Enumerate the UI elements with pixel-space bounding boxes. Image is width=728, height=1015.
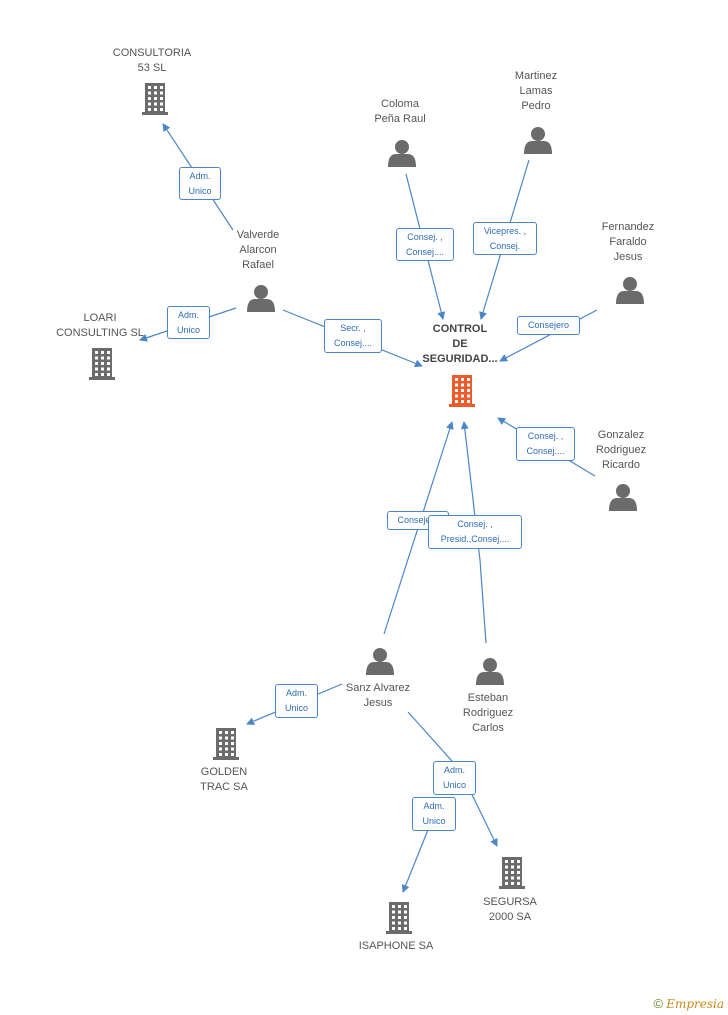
edge-label-line: Adm. [285, 688, 307, 698]
gonzalez-person-icon[interactable] [609, 484, 637, 511]
node-label-line: Gonzalez [597, 429, 645, 441]
node-label-line: SEGURIDAD... [422, 353, 498, 365]
edge-label-valverde-center[interactable]: Secr. , Consej.... [324, 319, 382, 353]
node-label-line: Jesus [613, 251, 643, 263]
node-label-line: Jesus [363, 697, 393, 709]
edge-label-sanz-golden[interactable]: Adm. Unico [275, 684, 318, 718]
edge-label-sanz-segursa[interactable]: Adm. Unico [433, 761, 476, 795]
esteban-person-icon[interactable] [476, 658, 504, 685]
edge-label-coloma-center[interactable]: Consej. , Consej.... [396, 228, 454, 261]
node-label-line: Faraldo [609, 236, 647, 248]
valverde-person-icon[interactable] [247, 285, 275, 312]
edge-label-line: Unico [176, 325, 200, 335]
loari-building-icon[interactable] [89, 348, 115, 380]
icons-layer [89, 83, 644, 934]
edge-label-line: Presid.,Consej.... [440, 534, 510, 544]
edge-label-esteban-center[interactable]: Consej. , Presid.,Consej.... [428, 515, 522, 549]
fernandez-person-icon[interactable] [616, 277, 644, 304]
edge-label-martinez-center[interactable]: Vicepres. , Consej. [473, 222, 537, 255]
segursa-building-icon[interactable] [499, 857, 525, 889]
brand-name: Empresia [666, 997, 724, 1011]
node-label-line: Peña Raul [374, 113, 426, 125]
node-label-line: Rafael [242, 259, 274, 271]
edge-label-line: Secr. , [340, 323, 366, 333]
node-label-isaphone[interactable]: ISAPHONE SA [359, 939, 434, 954]
node-label-line: GOLDEN [200, 766, 248, 778]
edge-label-esteban-isaphone[interactable]: Adm. Unico [412, 797, 456, 831]
node-label-line: Martinez [514, 70, 558, 82]
consultoria-building-icon[interactable] [142, 83, 168, 115]
edge-label-line: Unico [442, 780, 466, 790]
node-label-line: Lamas [519, 85, 553, 97]
edge-label-line: Consej.... [333, 338, 373, 348]
node-label-line: CONSULTORIA [112, 47, 192, 59]
golden-building-icon[interactable] [213, 728, 239, 760]
node-label-line: Esteban [467, 692, 509, 704]
edge-label-valverde-loari[interactable]: Adm. Unico [167, 306, 210, 339]
edge-label-line: Consej.... [405, 247, 445, 257]
node-label-consultoria[interactable]: CONSULTORIA 53 SL [113, 46, 191, 76]
edge-label-line: Consej. [489, 241, 521, 251]
edge-label-line: Consej. , [407, 232, 443, 242]
edge-label-valverde-consultoria[interactable]: Adm. Unico [179, 167, 221, 200]
edge-label-line: Consejero [397, 515, 439, 525]
node-label-line: Ricardo [602, 459, 640, 471]
node-label-line: DE [452, 338, 468, 350]
edge-label-line: Unico [284, 703, 308, 713]
node-label-golden[interactable]: GOLDEN TRAC SA [200, 765, 248, 795]
node-label-line: Valverde [236, 229, 280, 241]
node-label-line: LOARI [83, 312, 117, 324]
edge-label-line: Vicepres. , [483, 226, 527, 236]
edge-label-line: Consej. , [527, 431, 564, 441]
node-label-line: Alarcon [239, 244, 277, 256]
node-label-line: Coloma [381, 98, 419, 110]
node-label-loari[interactable]: LOARI CONSULTING SL [56, 311, 144, 341]
footer-brand[interactable]: © Empresia [654, 996, 724, 1011]
node-label-line: Pedro [521, 100, 551, 112]
node-label-line: SEGURSA [483, 896, 537, 908]
node-label-line: Sanz Alvarez [345, 682, 411, 694]
edge-label-line: Adm. [423, 801, 445, 811]
edge-label-line: Adm. [177, 310, 199, 320]
node-label-line: Rodriguez [595, 444, 647, 456]
node-label-line: Carlos [472, 722, 504, 734]
edge-label-line: Adm. [443, 765, 465, 775]
node-label-line: 53 SL [137, 62, 167, 74]
copyright-symbol: © [653, 996, 664, 1011]
node-label-line: Rodriguez [462, 707, 514, 719]
isaphone-building-icon[interactable] [386, 902, 412, 934]
edge-label-line: Unico [422, 816, 446, 826]
node-label-line: ISAPHONE SA [358, 940, 434, 952]
martinez-person-icon[interactable] [524, 127, 552, 154]
edge-label-line: Consej. , [457, 519, 493, 529]
edge-label-line: Consejero [527, 320, 570, 330]
edge-esteban-center [460, 421, 487, 644]
edge-label-line: Consej.... [526, 446, 565, 456]
node-label-line: Fernandez [601, 221, 655, 233]
edge-label-line: Adm. [189, 171, 211, 181]
edge-label-line: Unico [188, 186, 212, 196]
node-label-line: TRAC SA [200, 781, 248, 793]
node-label-line: 2000 SA [488, 911, 532, 923]
coloma-person-icon[interactable] [388, 140, 416, 167]
edge-label-gonzalez-center[interactable]: Consej. , Consej.... [516, 427, 575, 461]
node-label-line: CONSULTING SL [56, 327, 144, 339]
edge-fernandez-center [499, 309, 598, 362]
node-label-segursa[interactable]: SEGURSA 2000 SA [483, 895, 537, 925]
sanz-person-icon[interactable] [366, 648, 394, 675]
node-label-center[interactable]: CONTROL DE SEGURIDAD... [422, 322, 497, 367]
node-label-line: CONTROL [432, 323, 488, 335]
edge-label-fernandez-center[interactable]: Consejero [517, 316, 580, 335]
center-building-icon[interactable] [449, 375, 475, 407]
